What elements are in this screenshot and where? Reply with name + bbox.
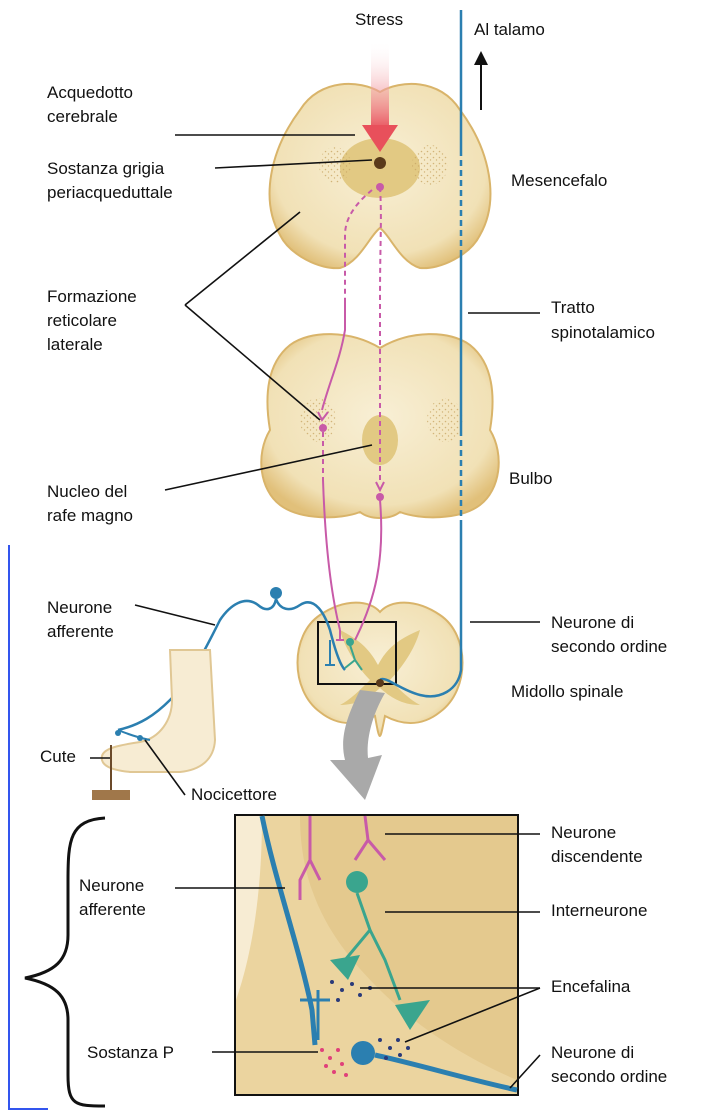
curly-brace: [25, 818, 105, 1106]
descending-label-2: discendente: [551, 847, 643, 866]
afferent-label-1: Neurone: [47, 598, 112, 617]
foot-illustration: [92, 650, 215, 800]
pag-label-2: periacqueduttale: [47, 183, 173, 202]
raphe-label-1: Nucleo del: [47, 482, 127, 501]
raphe-label-2: rafe magno: [47, 506, 133, 525]
spinal-cord-section: [298, 603, 463, 736]
substance-p-label: Sostanza P: [87, 1043, 174, 1062]
pag-label-1: Sostanza grigia: [47, 159, 165, 178]
highlight-frame-bottom: [8, 1108, 48, 1110]
inset-second-order-label-2: secondo ordine: [551, 1067, 667, 1086]
spinothalamic-label-2: spinotalamico: [551, 323, 655, 342]
cerebral-aqueduct: [374, 157, 386, 169]
second-order-label-2: secondo ordine: [551, 637, 667, 656]
reticular-label-2: reticolare: [47, 311, 117, 330]
inset-zoom: [235, 815, 518, 1095]
afferent-label-2: afferente: [47, 622, 114, 641]
aqueduct-label-1: Acquedotto: [47, 83, 133, 102]
inset-afferent-label-2: afferente: [79, 900, 146, 919]
reticular-label-3: laterale: [47, 335, 103, 354]
nociceptor-label: Nocicettore: [191, 785, 277, 804]
spinothalamic-label-1: Tratto: [551, 298, 595, 317]
second-order-label-1: Neurone di: [551, 613, 634, 632]
spinal-cord-label: Midollo spinale: [511, 682, 623, 701]
medulla-label: Bulbo: [509, 469, 552, 488]
highlight-frame: [8, 545, 10, 1110]
inset-second-order-label-1: Neurone di: [551, 1043, 634, 1062]
enkephalin-label: Encefalina: [551, 977, 631, 996]
stress-label: Stress: [355, 10, 403, 29]
inset-afferent-label-1: Neurone: [79, 876, 144, 895]
thalamus-label: Al talamo: [474, 20, 545, 39]
aqueduct-label-2: cerebrale: [47, 107, 118, 126]
interneuron-label: Interneurone: [551, 901, 647, 920]
skin-label: Cute: [40, 747, 76, 766]
mesencephalon-label: Mesencefalo: [511, 171, 607, 190]
reticular-label-1: Formazione: [47, 287, 137, 306]
descending-label-1: Neurone: [551, 823, 616, 842]
tack-icon: [92, 790, 130, 800]
